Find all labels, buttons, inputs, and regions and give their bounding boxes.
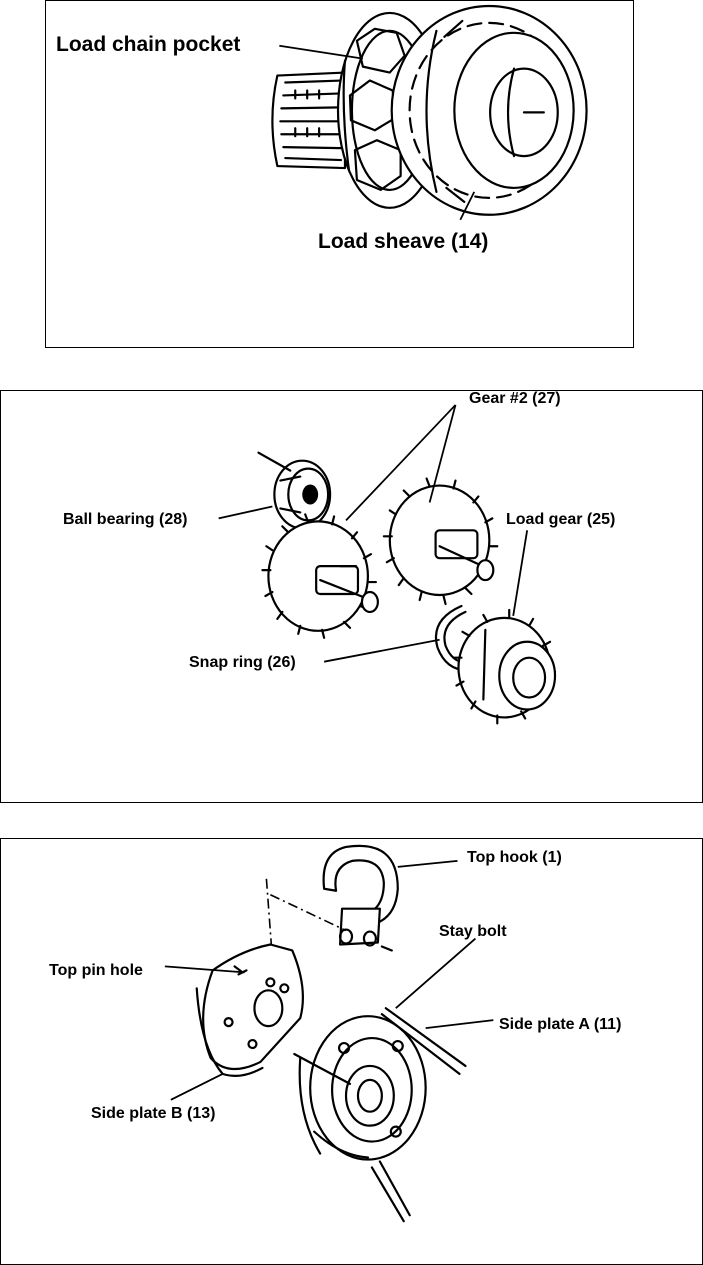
label-load-chain-pocket: Load chain pocket [56,33,241,56]
leader-load-chain-pocket [279,44,364,60]
leader-side-plate-b [170,1073,224,1101]
leader-load-sheave [459,191,476,221]
top-hook-part [322,844,399,952]
stay-bolts [293,1007,467,1223]
label-top-hook: Top hook (1) [467,849,562,866]
leader-top-hook [397,860,458,868]
gear-assembly-panel: Gear #2 (27) Ball bearing (28) Load gear… [0,390,703,803]
leader-ball-bearing [218,505,273,520]
load-gear-part [452,608,557,725]
side-plate-panel: Top hook (1) Stay bolt Top pin hole Side… [0,838,703,1265]
ball-bearing-part [257,451,332,530]
label-side-plate-b: Side plate B (13) [91,1105,216,1122]
gear-2-right-part [382,477,499,606]
label-stay-bolt: Stay bolt [439,923,507,940]
side-plate-a-part [298,1015,427,1161]
leader-load-gear [512,530,529,617]
label-gear-2: Gear #2 (27) [469,390,561,407]
label-side-plate-a: Side plate A (11) [499,1016,622,1033]
label-snap-ring: Snap ring (26) [189,654,296,671]
leader-stay-bolt [395,937,477,1009]
leader-snap-ring [323,638,440,663]
gear-2-left-part [261,513,379,639]
load-sheave-drawing [271,4,588,221]
leader-side-plate-a [425,1019,494,1029]
label-load-gear: Load gear (25) [506,511,616,528]
load-sheave-panel: Load chain pocket Load sheave (14) [45,0,634,348]
leader-top-pin-hole [164,965,245,974]
label-load-sheave: Load sheave (14) [318,230,489,253]
gear-2-leaders [345,404,457,521]
splined-shaft [271,71,347,170]
label-top-pin-hole: Top pin hole [49,962,143,979]
side-plate-b-part [195,943,304,1077]
gear-assembly-drawing [218,404,557,725]
label-ball-bearing: Ball bearing (28) [63,511,188,528]
sheave-body [336,4,588,216]
side-plate-drawing [164,844,494,1223]
